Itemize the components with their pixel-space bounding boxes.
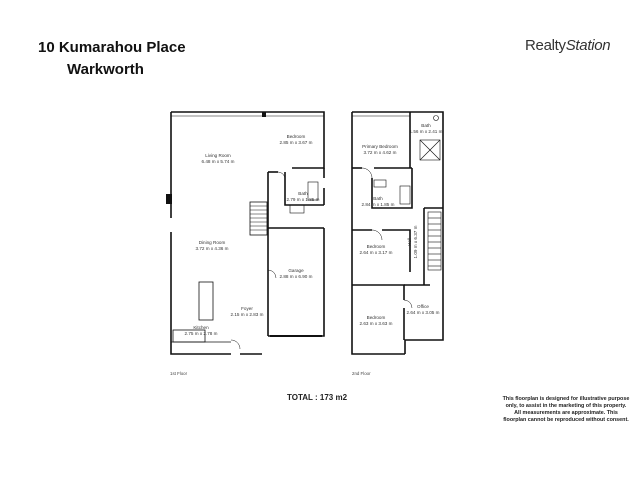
room-bedroom-low-name: Bedroom xyxy=(367,315,386,320)
room-dining-name: Dining Room xyxy=(199,240,226,245)
chimney-block xyxy=(166,194,172,204)
room-bedroom-name: Bedroom xyxy=(287,134,306,139)
room-foyer-name: Foyer xyxy=(241,306,253,311)
room-living-dims: 6.48 m x 5.74 m xyxy=(202,159,235,164)
second-floor-plan xyxy=(351,111,444,355)
room-garage-name: Garage xyxy=(288,268,304,273)
second-floor-fixtures xyxy=(352,115,441,309)
disclaimer-text: This floorplan is designed for illustrat… xyxy=(502,396,630,423)
room-office-dims: 2.64 m x 3.05 m xyxy=(407,310,440,315)
room-bath-mid-name: Bath xyxy=(373,196,383,201)
second-floor-label: 2nd Floor xyxy=(352,371,371,376)
room-primary-name: Primary Bedroom xyxy=(362,144,398,149)
logo-text-station: Station xyxy=(565,37,611,54)
room-kitchen-name: Kitchen xyxy=(193,325,209,330)
room-bath-dims: 2.79 m x 1.85 m xyxy=(287,197,320,202)
logo-text-realty: Realty xyxy=(525,37,566,54)
room-living-name: Living Room xyxy=(205,153,231,158)
room-bedroom-low-dims: 2.63 m x 3.63 m xyxy=(360,321,393,326)
room-bedroom-dims: 2.85 m x 3.67 m xyxy=(280,140,313,145)
room-kitchen-dims: 2.75 m x 2.78 m xyxy=(185,331,218,336)
realtystation-logo: RealtyStation xyxy=(525,37,611,54)
room-office-name: Office xyxy=(417,304,429,309)
room-garage-dims: 2.88 m x 6.90 m xyxy=(280,274,313,279)
room-bath-name: Bath xyxy=(298,191,308,196)
room-foyer-dims: 2.15 m x 2.83 m xyxy=(231,312,264,317)
address-line-2: Warkworth xyxy=(67,61,144,78)
room-bath-top-dims: 1.56 m x 2.41 m xyxy=(410,129,443,134)
room-dining-dims: 3.72 m x 4.36 m xyxy=(196,246,229,251)
room-bath-top-name: Bath xyxy=(421,123,431,128)
room-bedroom-mid-dims: 2.64 m x 3.17 m xyxy=(360,250,393,255)
first-floor-label: 1st Floor xyxy=(170,371,188,376)
room-hall-dims: 1.09 m x 6.37 m xyxy=(413,225,418,258)
first-floor-plan xyxy=(170,111,325,355)
room-hall-name: Hall xyxy=(407,238,412,246)
address-line-1: 10 Kumarahou Place xyxy=(38,39,186,56)
second-floor-stairs xyxy=(427,211,442,271)
column-block xyxy=(262,112,266,117)
room-primary-dims: 3.72 m x 4.62 m xyxy=(364,150,397,155)
room-bath-mid-dims: 2.84 m x 1.85 m xyxy=(362,202,395,207)
total-area: TOTAL : 173 m2 xyxy=(287,393,348,402)
room-bedroom-mid-name: Bedroom xyxy=(367,244,386,249)
